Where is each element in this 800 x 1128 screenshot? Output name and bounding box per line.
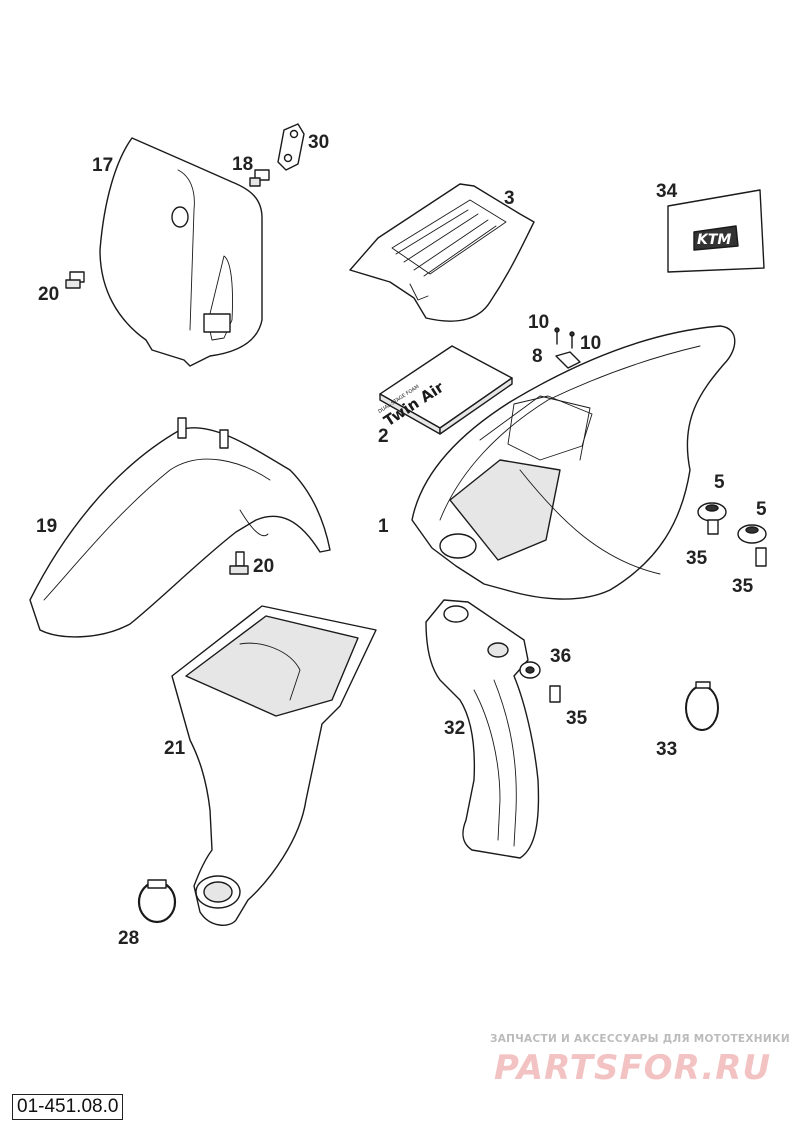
callout-1: 1 [378,516,389,537]
part-bolt-18 [249,169,270,187]
part-clip-8 [555,351,581,369]
callout-35c: 35 [566,708,588,729]
part-grommet-5b [737,524,767,544]
watermark-logo-text: PARTSFOR.RU [494,1048,771,1086]
diagram-code-label: 01-451.08.0 [12,1094,124,1120]
part-sticker: KTM [667,189,765,273]
callout-20b: 20 [253,556,274,577]
callout-32: 32 [444,718,465,739]
part-bracket-30 [277,123,305,171]
callout-labels: 1 2 3 5 5 8 10 10 17 18 19 20 20 21 28 3… [36,132,767,949]
callout-35b: 35 [732,576,754,597]
callout-35a: 35 [686,548,708,569]
callout-28: 28 [118,928,139,949]
sticker-logo-text: KTM [697,232,731,248]
part-filter-cover [349,183,535,322]
callout-17: 17 [92,155,113,176]
part-bolt-35c [549,685,561,703]
callout-10b: 10 [580,333,601,354]
callout-18: 18 [232,154,253,175]
part-bolt-20b [229,551,249,575]
callout-30: 30 [308,132,329,153]
part-rear-fender [411,325,736,600]
watermark-logo: PARTSFOR.RU [494,1048,771,1086]
part-bolt-35a [707,519,719,535]
watermark-caption: ЗАПЧАСТИ И АКСЕССУАРЫ ДЛЯ МОТОТЕХНИКИ [490,1033,790,1045]
part-intake-duct [171,605,377,926]
part-washer-36 [519,661,541,679]
callout-10a: 10 [528,312,549,333]
callout-33: 33 [656,739,677,760]
part-hose-clamp [137,879,177,924]
part-bolt-35b [755,547,767,567]
part-bolt-20a [65,271,85,289]
part-band-clamp [685,681,719,731]
part-front-fender [29,417,331,638]
callout-34: 34 [656,181,678,202]
callout-5a: 5 [714,472,725,493]
callout-20a: 20 [38,284,59,305]
callout-8: 8 [532,346,543,367]
part-screw-10b [569,331,575,349]
callout-19: 19 [36,516,57,537]
callout-36: 36 [550,646,571,667]
part-screw-10a [554,327,560,345]
callout-5b: 5 [756,499,767,520]
part-number-plate [99,137,263,367]
callout-21: 21 [164,738,186,759]
callout-3: 3 [504,188,515,209]
part-grommet-5a [697,502,727,522]
part-snorkel [425,599,540,859]
callout-2: 2 [378,426,389,447]
